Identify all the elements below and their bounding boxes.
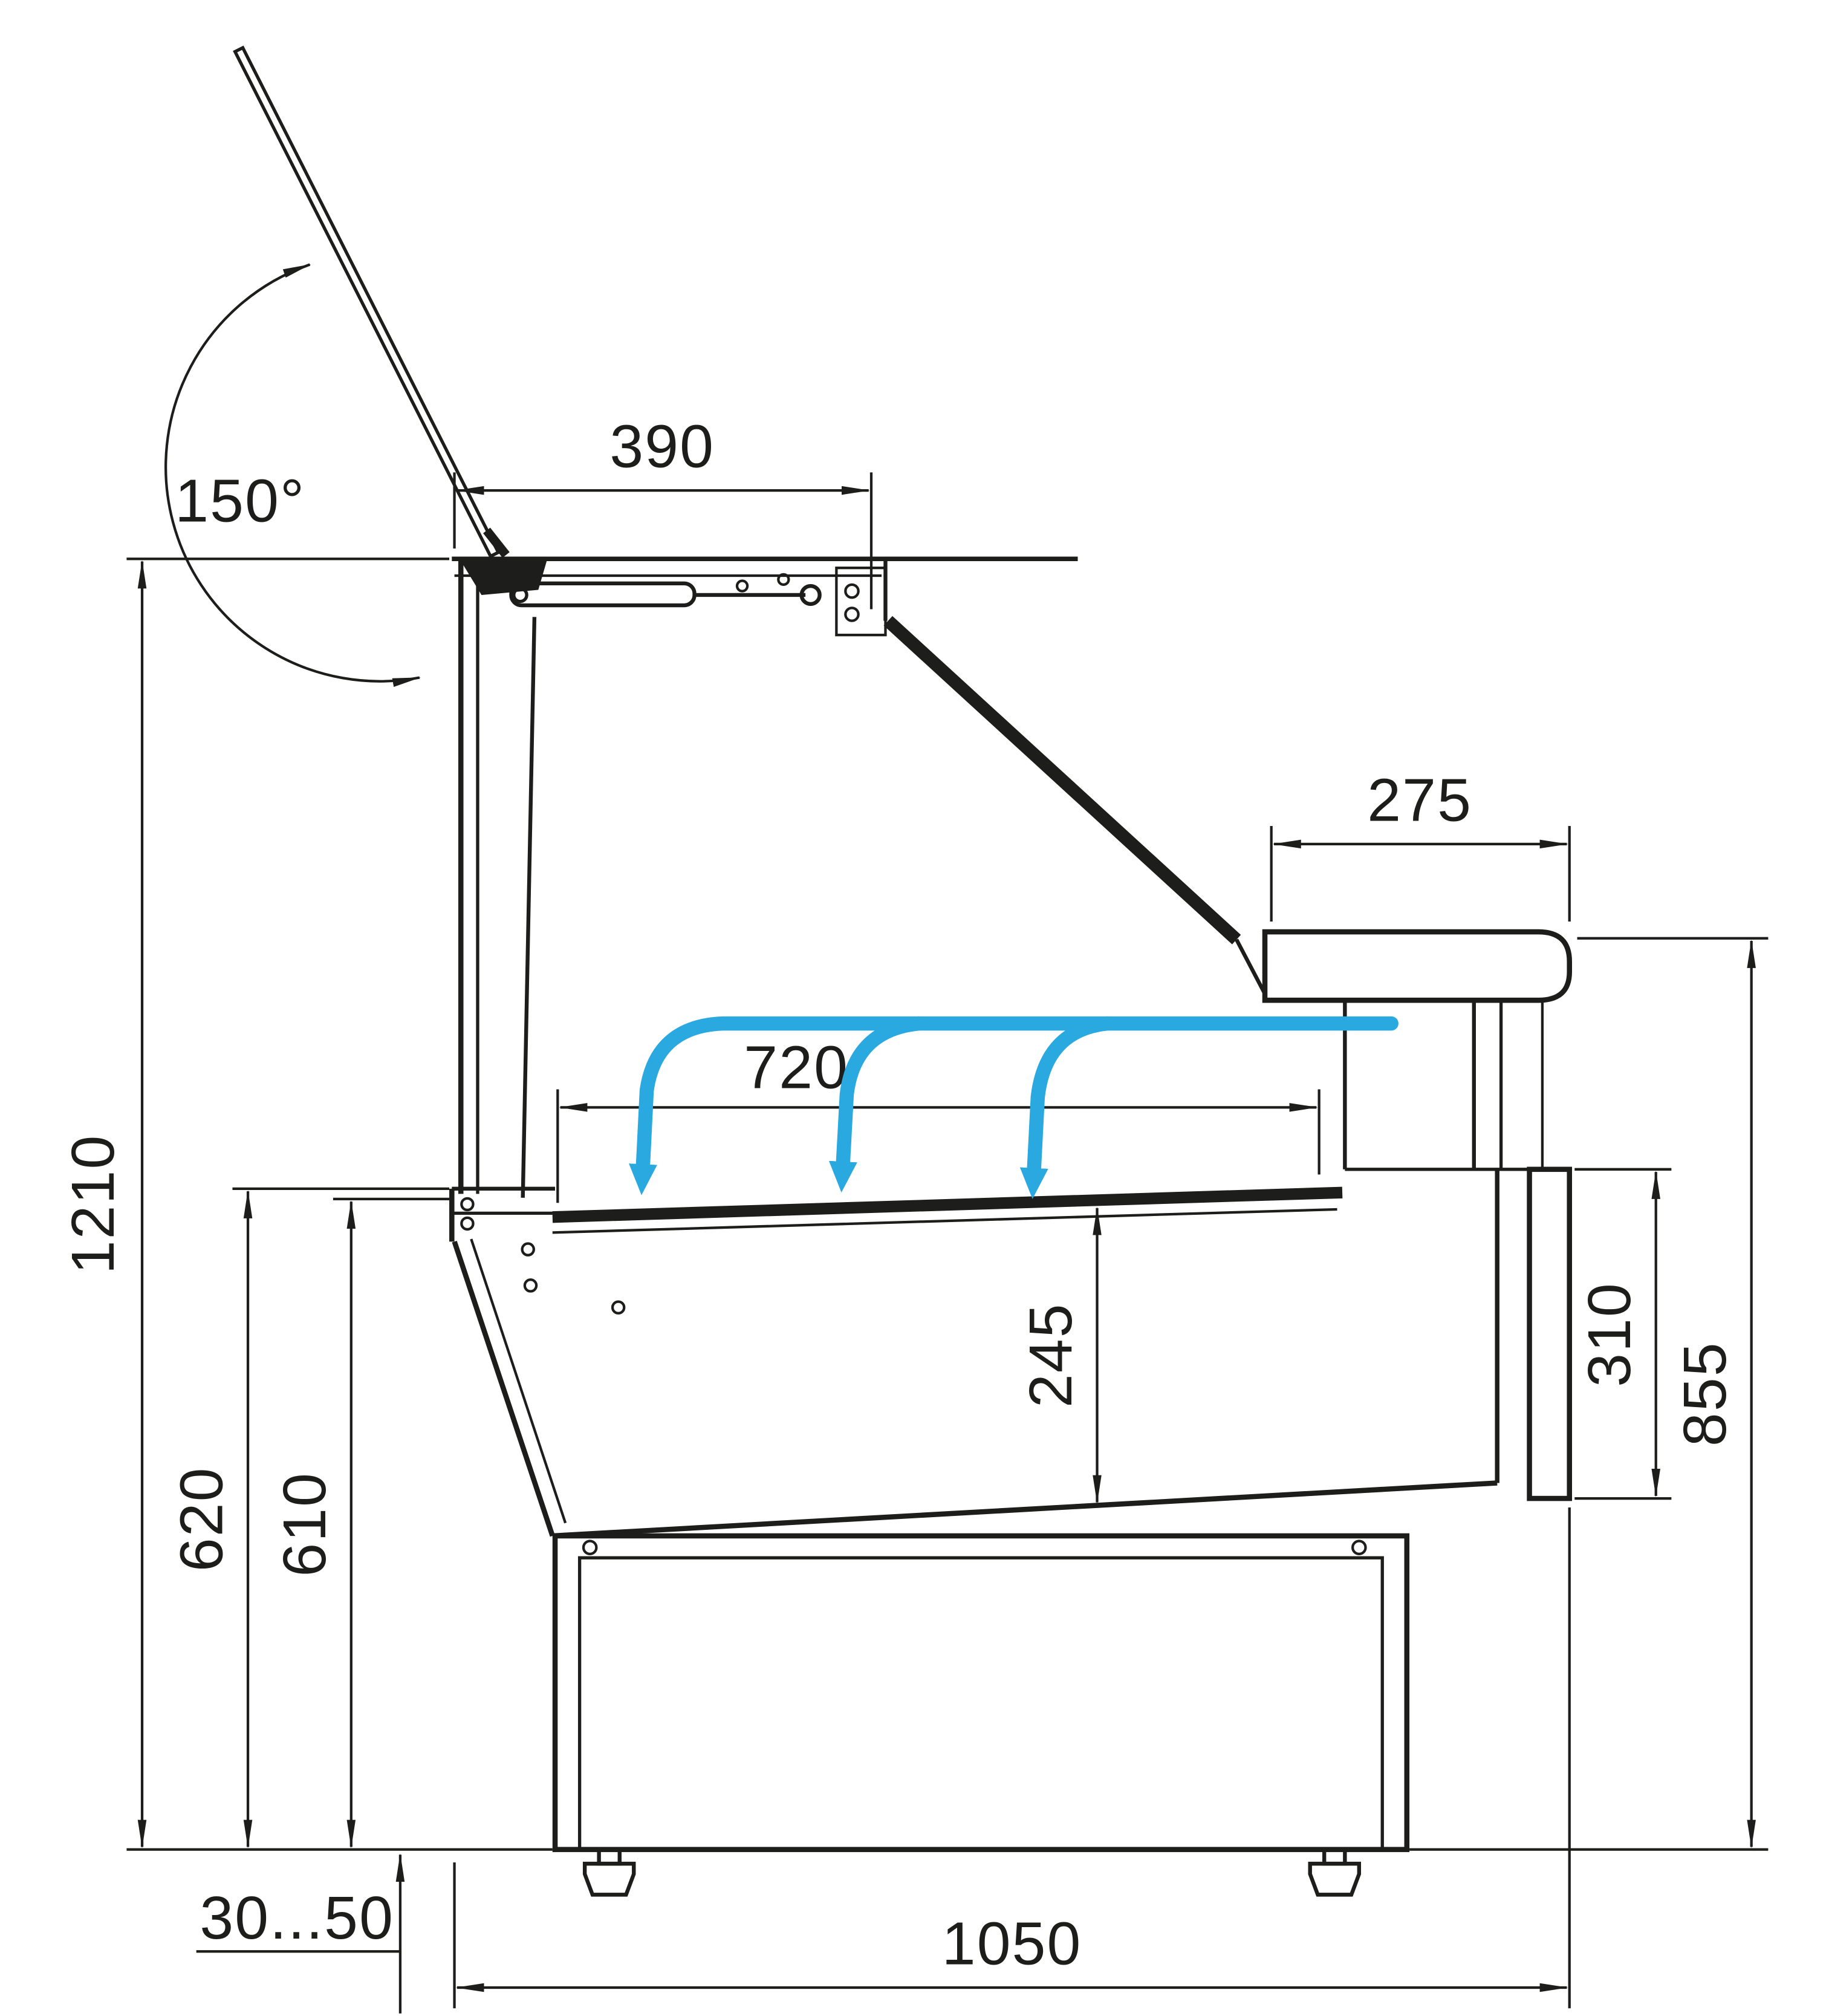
strut-end-screw xyxy=(512,587,528,603)
case-structure xyxy=(233,45,1572,1897)
dim-label-855: 855 xyxy=(1671,1341,1739,1446)
airflow-mid-arrow xyxy=(828,1016,926,1193)
screw xyxy=(777,573,790,587)
screw xyxy=(611,1300,626,1315)
dim-label-245: 245 xyxy=(1017,1302,1085,1408)
dim-label-620: 620 xyxy=(167,1466,235,1572)
angle-arc-150 xyxy=(164,263,421,687)
screw xyxy=(521,1242,535,1257)
screw xyxy=(844,606,860,622)
dim-label-275: 275 xyxy=(1367,767,1472,834)
glass-top-bracket xyxy=(835,567,887,637)
airflow-arrows xyxy=(629,1016,1399,1199)
foot-front xyxy=(582,1847,636,1897)
display-deck-underline xyxy=(552,1208,1337,1234)
airflow-rear-arrow xyxy=(1019,1016,1115,1199)
screw xyxy=(735,579,749,593)
dim-label-720: 720 xyxy=(744,1033,849,1101)
foot-rear xyxy=(1308,1847,1362,1897)
dimensions: 150° 390 275 720 1210 620 610 245 xyxy=(59,263,1769,2014)
foot-base xyxy=(1308,1861,1362,1897)
slanted-glass xyxy=(883,616,1241,945)
rear-counter-top xyxy=(1262,929,1572,1003)
glass-counter-joint xyxy=(1235,938,1267,995)
base-bolt xyxy=(582,1540,598,1556)
foot-base xyxy=(582,1861,636,1897)
lower-front-slant-inner xyxy=(470,1238,567,1524)
rear-panel xyxy=(1527,1166,1572,1501)
display-deck xyxy=(552,1186,1343,1223)
dim-label-390: 390 xyxy=(609,413,715,481)
airflow-main-arrow xyxy=(629,1016,1399,1195)
lid-hinge-block xyxy=(460,559,548,595)
dim-label-feet: 30...50 xyxy=(200,1884,394,1952)
mid-body-bottom xyxy=(552,1480,1498,1539)
screw xyxy=(844,583,860,599)
base-outer xyxy=(552,1533,1410,1852)
dim-label-1050: 1050 xyxy=(942,1910,1082,1978)
dim-label-angle: 150° xyxy=(175,467,305,535)
inner-divider xyxy=(521,617,537,1198)
base-bolt xyxy=(1351,1540,1367,1556)
strut-pivot-screw xyxy=(799,584,822,606)
screw xyxy=(523,1278,538,1293)
lower-front-slant xyxy=(452,1240,555,1537)
dim-label-1210: 1210 xyxy=(59,1134,127,1275)
lid-edge-cap xyxy=(483,527,510,558)
dim-label-610: 610 xyxy=(271,1472,339,1577)
dim-label-310: 310 xyxy=(1576,1282,1643,1387)
screw xyxy=(460,1216,475,1231)
base-inner xyxy=(577,1556,1384,1852)
screw xyxy=(460,1197,475,1212)
